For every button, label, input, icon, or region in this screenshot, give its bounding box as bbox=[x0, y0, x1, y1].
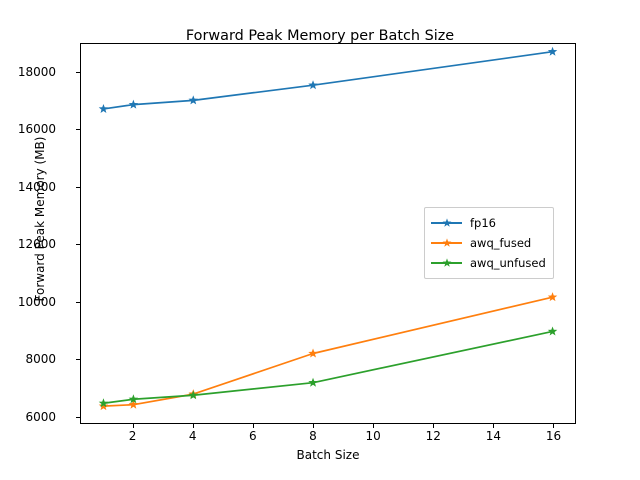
y-tick-mark bbox=[76, 359, 80, 361]
data-point-fp16-16 bbox=[547, 46, 558, 56]
data-point-fp16-4 bbox=[188, 95, 199, 105]
data-point-awq_fused-16 bbox=[547, 292, 558, 302]
x-tick-label: 16 bbox=[545, 429, 562, 443]
y-tick-mark bbox=[76, 301, 80, 303]
y-tick-label: 16000 bbox=[17, 122, 56, 137]
legend-label-awq-fused: awq_fused bbox=[470, 236, 532, 250]
y-tick-label: 8000 bbox=[25, 352, 56, 367]
y-tick-label: 6000 bbox=[25, 409, 56, 424]
series-line-fp16 bbox=[103, 50, 553, 110]
data-point-awq_fused-2 bbox=[128, 399, 139, 409]
y-tick-label: 10000 bbox=[17, 294, 56, 309]
data-point-fp16-2 bbox=[128, 99, 139, 109]
x-tick-mark bbox=[433, 424, 435, 428]
data-point-fp16-8 bbox=[308, 80, 318, 90]
x-tick-label: 6 bbox=[249, 429, 257, 443]
x-tick-mark bbox=[192, 424, 194, 428]
x-axis-label: Batch Size bbox=[296, 448, 360, 462]
x-tick-mark bbox=[312, 424, 314, 428]
legend-swatch-fp16 bbox=[431, 217, 462, 229]
data-point-awq_unfused-2 bbox=[128, 394, 139, 404]
legend-swatch-awq-unfused bbox=[431, 257, 462, 269]
x-tick-label: 10 bbox=[365, 429, 381, 443]
plot-area bbox=[80, 43, 576, 424]
series-plot bbox=[98, 46, 558, 411]
legend-swatch-awq-fused bbox=[431, 237, 462, 249]
legend: fp16 awq_fused awq_unfused bbox=[424, 207, 554, 279]
legend-item[interactable]: awq_fused bbox=[431, 233, 546, 253]
y-tick-mark bbox=[76, 71, 80, 73]
x-tick-label: 8 bbox=[309, 429, 317, 443]
y-tick-label: 12000 bbox=[17, 237, 56, 252]
y-tick-mark bbox=[76, 244, 80, 246]
y-tick-mark bbox=[76, 416, 80, 418]
x-tick-mark bbox=[373, 424, 375, 428]
x-tick-label: 12 bbox=[425, 429, 441, 443]
data-point-awq_unfused-4 bbox=[188, 390, 199, 400]
legend-label-fp16: fp16 bbox=[470, 216, 496, 230]
data-point-awq_unfused-1 bbox=[98, 398, 109, 408]
y-tick-mark bbox=[76, 129, 80, 131]
data-point-awq_unfused-8 bbox=[308, 377, 318, 387]
x-tick-mark bbox=[493, 424, 495, 428]
legend-item[interactable]: fp16 bbox=[431, 213, 546, 233]
x-tick-mark bbox=[553, 424, 555, 428]
y-tick-mark bbox=[76, 186, 80, 188]
series-line-awq_unfused bbox=[103, 330, 553, 405]
data-point-awq_fused-8 bbox=[308, 348, 318, 358]
data-point-awq_fused-1 bbox=[98, 401, 109, 411]
x-tick-label: 14 bbox=[485, 429, 501, 443]
x-tick-mark bbox=[252, 424, 254, 428]
data-point-fp16-1 bbox=[98, 103, 109, 113]
x-tick-label: 4 bbox=[188, 429, 197, 443]
data-point-awq_unfused-16 bbox=[547, 326, 558, 336]
y-tick-label: 14000 bbox=[17, 179, 56, 194]
x-tick-label: 2 bbox=[128, 429, 137, 443]
legend-item[interactable]: awq_unfused bbox=[431, 253, 546, 273]
legend-label-awq-unfused: awq_unfused bbox=[470, 256, 546, 270]
y-tick-label: 18000 bbox=[17, 64, 56, 79]
series-line-awq_fused bbox=[103, 296, 553, 407]
x-tick-mark bbox=[132, 424, 134, 428]
chart-title: Forward Peak Memory per Batch Size bbox=[185, 28, 455, 44]
